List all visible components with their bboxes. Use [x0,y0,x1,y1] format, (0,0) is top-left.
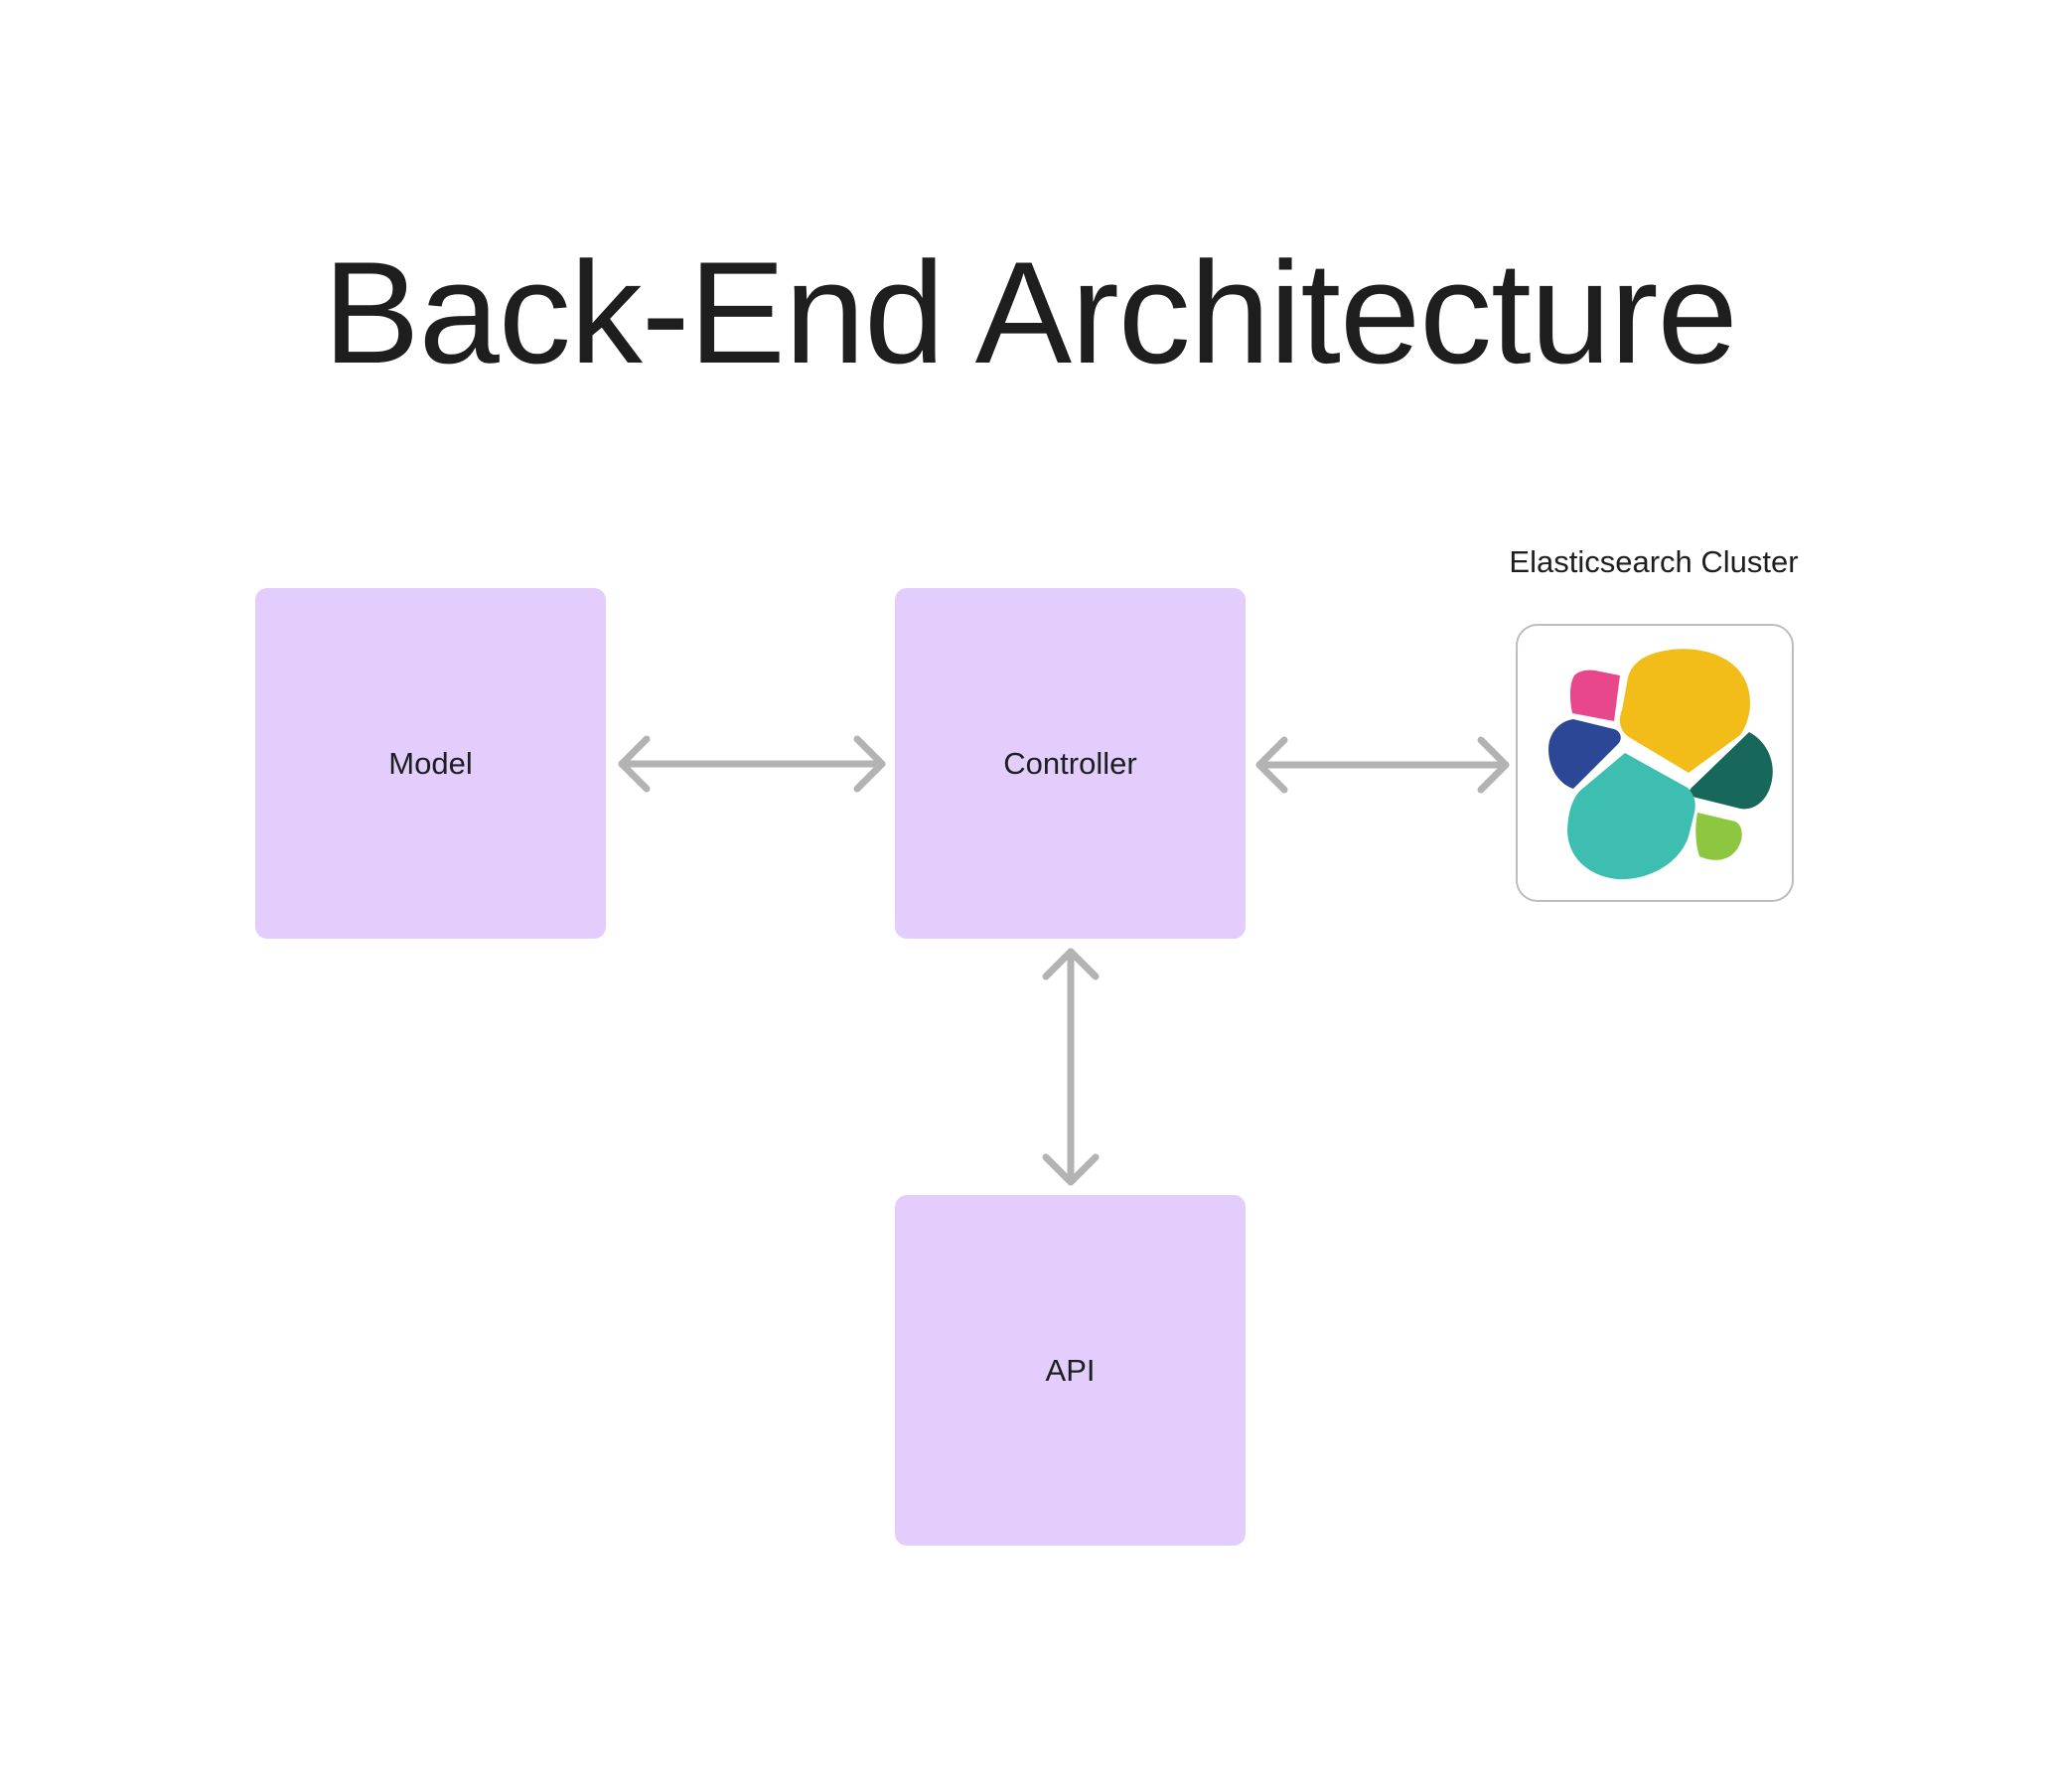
model-node-label: Model [388,745,473,781]
controller-node[interactable]: Controller [895,588,1246,939]
arrow-model-controller [618,735,886,793]
arrow-controller-api [1042,948,1100,1186]
arrow-controller-cluster [1255,736,1510,794]
diagram-title: Back-End Architecture [323,231,1737,393]
api-node[interactable]: API [895,1195,1246,1546]
model-node[interactable]: Model [255,588,606,939]
elasticsearch-logo-icon [1548,649,1773,880]
cluster-node[interactable] [1516,624,1794,902]
cluster-label: Elasticsearch Cluster [1509,544,1799,579]
api-node-label: API [1045,1352,1096,1388]
controller-node-label: Controller [1003,745,1137,781]
